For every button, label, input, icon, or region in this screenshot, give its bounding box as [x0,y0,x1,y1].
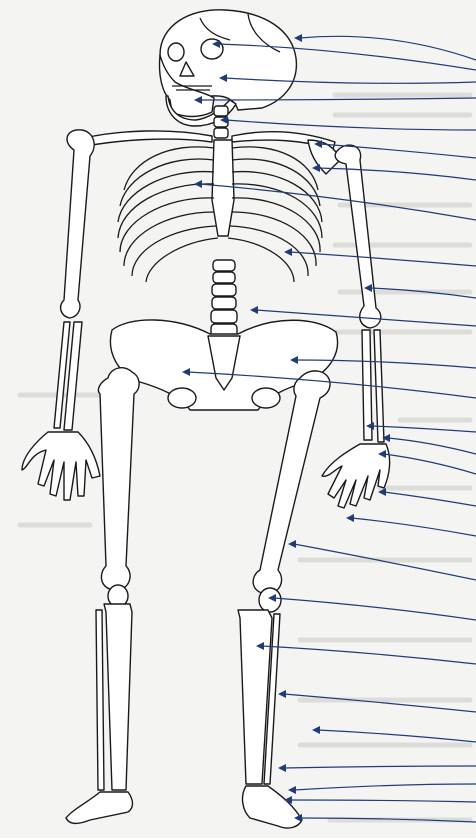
hand [22,432,100,500]
humerus-right [335,145,381,328]
femur [98,368,139,590]
patella-right [259,588,281,612]
right-leg [238,371,330,828]
shoulder-girdle [84,131,340,174]
sternum [212,140,234,236]
tibia [104,604,132,790]
eye-socket-left [168,43,184,61]
clavicle [84,131,212,146]
foot [66,792,133,824]
humerus [61,130,95,318]
left-arm [22,130,100,500]
fibula [96,610,104,790]
